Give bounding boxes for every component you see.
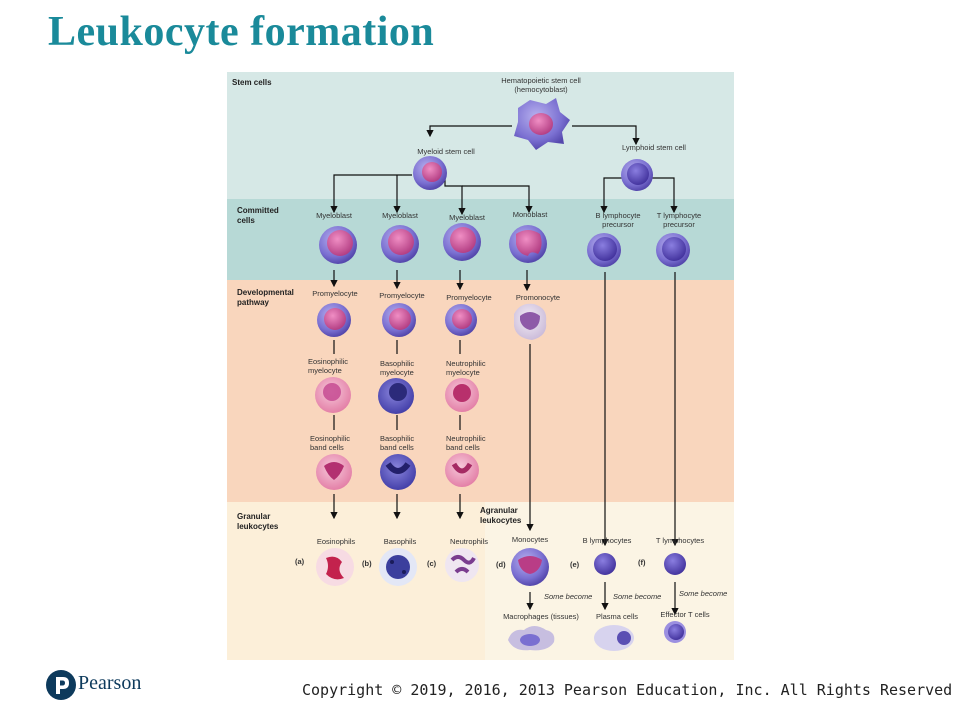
letter-c: (c) [427, 559, 437, 568]
hematopoietic-stem-cell [514, 98, 570, 150]
basophil-cell [379, 548, 417, 586]
letter-d: (d) [496, 560, 506, 569]
eosinophil-cell [316, 548, 354, 586]
label-eos-myelocyte: Eosinophilic myelocyte [308, 357, 349, 375]
label-promyelocyte-3: Promyelocyte [446, 293, 492, 302]
label-plasma-cells: Plasma cells [595, 612, 639, 621]
myeloblast-2-cell [381, 225, 419, 263]
eosinophilic-band-cell [316, 454, 352, 490]
label-baso-myelocyte: Basophilic myelocyte [380, 359, 415, 377]
monocyte-cell [511, 548, 549, 586]
label-myeloid-stem: Myeloid stem cell [417, 147, 475, 156]
label-b-lymphocytes: B lymphocytes [582, 536, 632, 545]
band-label-committed: Committed cells [237, 206, 279, 225]
t-lymphocyte-cell [664, 553, 686, 575]
basophilic-band-cell [380, 454, 416, 490]
label-baso-band: Basophilic band cells [380, 434, 415, 452]
myeloid-stem-cell [413, 156, 447, 190]
eosinophilic-myelocyte-cell [315, 377, 351, 413]
label-basophils: Basophils [383, 537, 417, 546]
copyright-footer: Copyright © 2019, 2016, 2013 Pearson Edu… [302, 681, 953, 699]
granular-band [227, 502, 485, 660]
label-myeloblast-1: Myeloblast [316, 211, 352, 220]
band-label-developmental: Developmental pathway [237, 288, 294, 307]
stem-cells-band [227, 72, 734, 199]
label-b-precursor: B lymphocyte precursor [595, 211, 641, 229]
neutrophil-cell [445, 548, 479, 582]
label-effector-t: Effector T cells [660, 610, 710, 619]
label-monoblast: Monoblast [512, 210, 548, 219]
macrophage-cell [508, 626, 555, 651]
pearson-logo-icon [46, 670, 76, 700]
page-title: Leukocyte formation [48, 9, 435, 55]
band-label-granular: Granular leukocytes [237, 512, 279, 531]
label-t-lymphocytes: T lymphocytes [655, 536, 705, 545]
myeloblast-1-cell [319, 226, 357, 264]
developmental-band [227, 280, 734, 502]
letter-f: (f) [638, 558, 646, 567]
label-neut-band: Neutrophilic band cells [446, 434, 486, 452]
monoblast-cell [509, 225, 547, 263]
band-label-stem: Stem cells [232, 78, 272, 87]
label-neut-myelocyte: Neutrophilic myelocyte [446, 359, 486, 377]
letter-b: (b) [362, 559, 372, 568]
promonocyte-cell [514, 303, 547, 340]
neutrophilic-band-cell [445, 453, 479, 487]
promyelocyte-1-cell [317, 303, 351, 337]
label-myeloblast-2: Myeloblast [382, 211, 418, 220]
b-lymphocyte-precursor-cell [587, 233, 621, 267]
pearson-logo-text: Pearson [78, 672, 142, 694]
label-promonocyte: Promonocyte [515, 293, 561, 302]
label-t-precursor: T lymphocyte precursor [656, 211, 702, 229]
b-lymphocyte-cell [594, 553, 616, 575]
label-promyelocyte-2: Promyelocyte [379, 291, 425, 300]
label-eosinophils: Eosinophils [316, 537, 356, 546]
some-become-2: Some become [613, 592, 662, 601]
letter-a: (a) [295, 557, 305, 566]
effector-t-cell [664, 621, 686, 643]
basophilic-myelocyte-cell [378, 378, 414, 414]
some-become-3: Some become [679, 589, 728, 598]
t-lymphocyte-precursor-cell [656, 233, 690, 267]
promyelocyte-2-cell [382, 303, 416, 337]
letter-e: (e) [570, 560, 580, 569]
label-neutrophils: Neutrophils [450, 537, 488, 546]
neutrophilic-myelocyte-cell [445, 378, 479, 412]
myeloblast-3-cell [443, 223, 481, 261]
label-monocytes: Monocytes [511, 535, 549, 544]
promyelocyte-3-cell [445, 304, 477, 336]
lymphoid-stem-cell [621, 159, 653, 191]
label-eos-band: Eosinophilic band cells [310, 434, 351, 452]
label-lymphoid-stem: Lymphoid stem cell [622, 143, 686, 152]
plasma-cell [594, 625, 634, 651]
label-macrophages: Macrophages (tissues) [503, 612, 579, 621]
label-myeloblast-3: Myeloblast [449, 213, 485, 222]
some-become-1: Some become [544, 592, 593, 601]
band-label-agranular: Agranular leukocytes [480, 506, 522, 525]
label-promyelocyte-1: Promyelocyte [312, 289, 358, 298]
label-hsc: Hematopoietic stem cell (hemocytoblast) [501, 76, 581, 94]
